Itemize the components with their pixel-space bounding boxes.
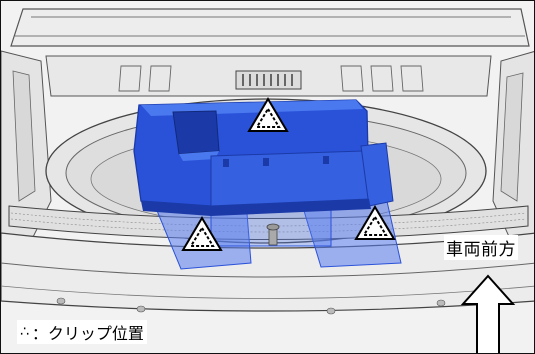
clip-legend: ∴ ：クリップ位置 <box>17 320 147 344</box>
clip-marker-icon <box>181 216 223 251</box>
vent-grille <box>235 70 302 90</box>
arrow-up-icon <box>460 274 516 353</box>
vehicle-front-label: 車両前方 <box>444 235 518 260</box>
clip-marker-icon <box>354 205 396 240</box>
box-raised-block <box>172 110 220 155</box>
clip-legend-text: ：クリップ位置 <box>31 324 144 343</box>
clip-legend-symbol: ∴ <box>20 324 29 340</box>
clip-marker-icon <box>247 97 289 132</box>
deck-panel <box>10 8 530 47</box>
box-right-wing <box>360 142 394 207</box>
